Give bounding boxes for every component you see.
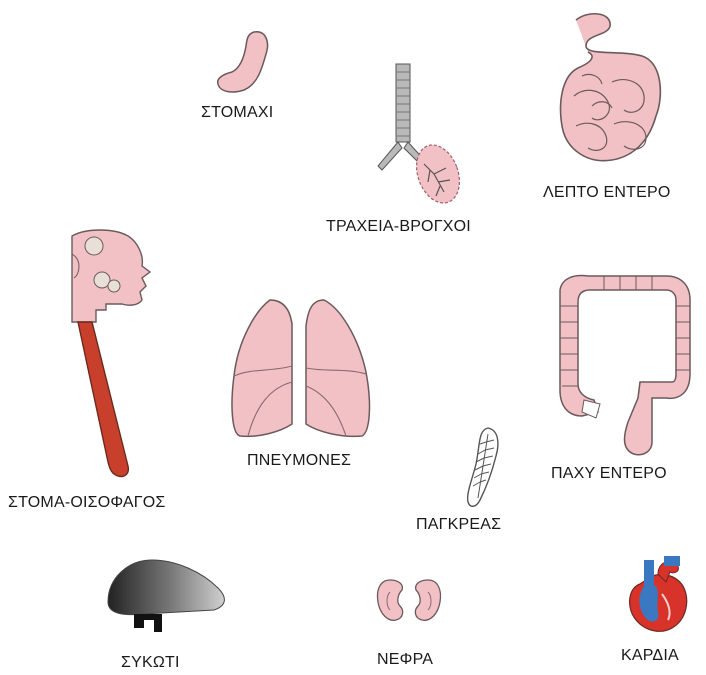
pancreas-illustration (464, 424, 504, 510)
large-intestine-illustration (548, 266, 698, 460)
kidneys-illustration (374, 576, 444, 626)
large-intestine-label: ΠΑΧΥ ΕΝΤΕΡΟ (551, 465, 667, 483)
lungs-illustration (226, 296, 376, 446)
liver-label: ΣΥΚΩΤΙ (121, 654, 180, 672)
kidneys-label: ΝΕΦΡΑ (377, 651, 433, 669)
trachea-bronchi-label: ΤΡΑΧΕΙΑ-ΒΡΟΓΧΟΙ (326, 218, 471, 236)
stomach-illustration (214, 28, 274, 98)
mouth-esophagus-label: ΣΤΟΜΑ-ΟΙΣΟΦΑΓΟΣ (8, 494, 166, 512)
small-intestine-illustration (552, 6, 672, 176)
heart-illustration (622, 554, 694, 638)
pancreas-label: ΠΑΓΚΡΕΑΣ (416, 516, 501, 534)
lungs-label: ΠΝΕΥΜΟΝΕΣ (247, 452, 351, 470)
mouth-esophagus-illustration (66, 226, 156, 482)
trachea-bronchi-illustration (368, 62, 468, 212)
small-intestine-label: ΛΕΠΤΟ ΕΝΤΕΡΟ (543, 184, 670, 202)
stomach-label: ΣΤΟΜΑΧΙ (201, 104, 273, 122)
liver-illustration (104, 556, 228, 640)
heart-label: ΚΑΡΔΙΑ (621, 647, 679, 665)
